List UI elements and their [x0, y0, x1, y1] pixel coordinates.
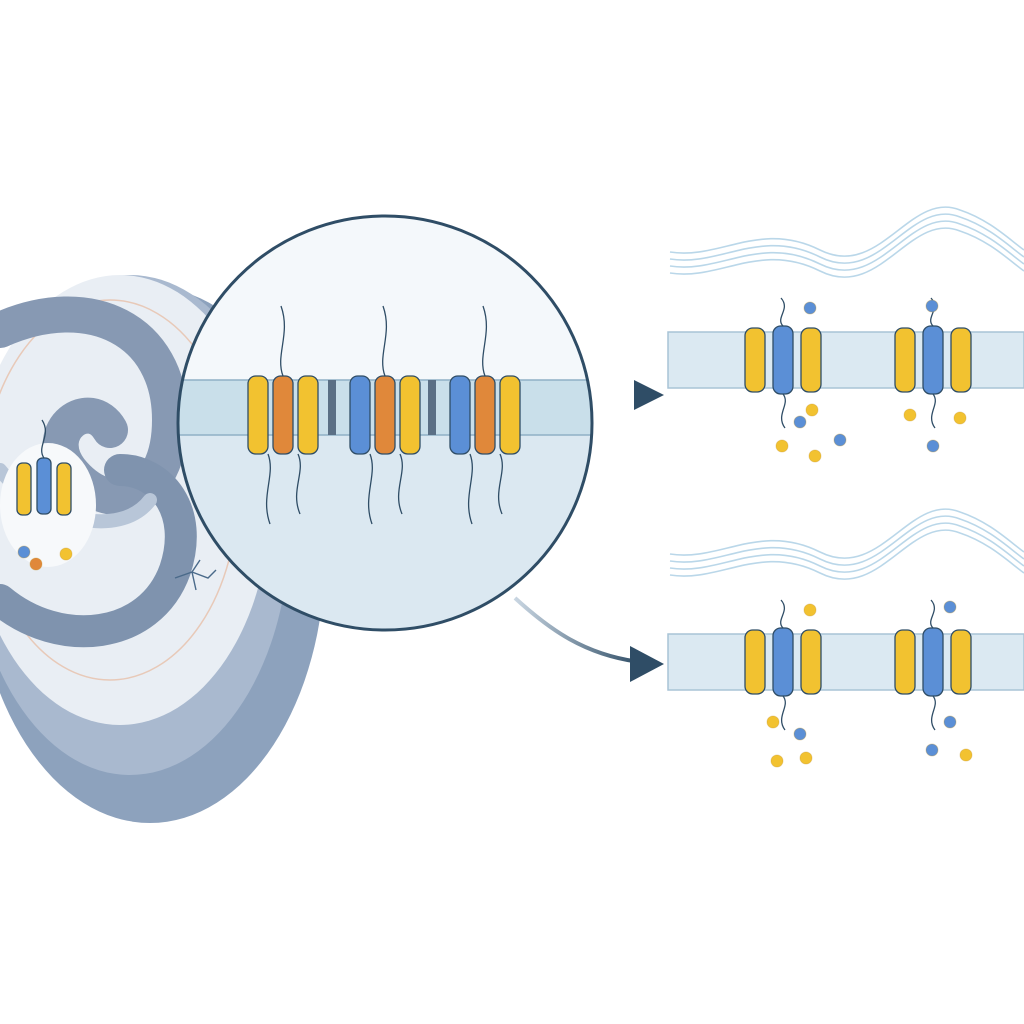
stateBottom-channel-a-tail-bottom	[780, 695, 786, 731]
stateBottom-channel-b	[894, 599, 972, 731]
inset-channel-group-3-tail-bottom-2	[497, 453, 503, 515]
cell-crack-mark	[174, 559, 217, 591]
inset-channel-group-3-subunit-2	[474, 375, 496, 455]
stateBottom-ion-9	[959, 748, 973, 762]
inset-gap-marker-1	[328, 380, 336, 435]
stateBottom-ion-1	[803, 603, 817, 617]
stateTop-channel-b-tail-bottom	[930, 393, 936, 429]
stateTop-ion-3	[793, 415, 807, 429]
stateTop-channel-b	[894, 297, 972, 429]
inset-channel-row	[247, 305, 521, 525]
stateTop-ion-5	[775, 439, 789, 453]
stateBottom-channel-b-right	[950, 629, 972, 695]
stateBottom-ion-2	[943, 600, 957, 614]
stateBottom-ion-6	[799, 751, 813, 765]
inset-gap-marker-2	[428, 380, 436, 435]
inset-channel-group-2-tail-bottom	[367, 453, 373, 525]
stateTop-ion-4	[805, 403, 819, 417]
inset-channel-group-3-tail-top	[482, 305, 488, 377]
inset-channel-group-2-tail-top	[382, 305, 388, 377]
inset-channel-group-1	[247, 305, 319, 525]
cell-channel-tail	[41, 419, 47, 459]
inset-channel-group-1-subunit-3	[297, 375, 319, 455]
stateBottom-ion-8	[925, 743, 939, 757]
inset-channel-group-3-tail-bottom	[467, 453, 473, 525]
stateBottom-channel-b-left	[894, 629, 916, 695]
arrow-to-top-state	[600, 380, 664, 410]
inset-channel-group-2-tail-bottom-2	[397, 453, 403, 515]
stateBottom-channel-a-tail-top	[780, 599, 786, 629]
stateTop-wave-3	[669, 220, 1024, 271]
cell-channel-left	[16, 462, 32, 516]
inset-outline	[176, 214, 594, 632]
inset-channel-group-2	[349, 305, 421, 525]
stateBottom-wave-3	[669, 522, 1024, 573]
stateTop-channel-a-right	[800, 327, 822, 393]
stateTop-ion-6	[808, 449, 822, 463]
stateBottom-ion-7	[943, 715, 957, 729]
top-state-panel	[667, 206, 1024, 463]
stateTop-ion-9	[953, 411, 967, 425]
inset-channel-group-3-subunit-1	[449, 375, 471, 455]
cell-channel-right	[56, 462, 72, 516]
stateBottom-channel-b-middle	[922, 627, 944, 697]
stateTop-wave-1	[669, 206, 1024, 257]
stateTop-wave-4	[669, 227, 1024, 278]
cell-ion-yellow	[59, 547, 73, 561]
inset-channel-group-1-subunit-2	[272, 375, 294, 455]
stateBottom-wave-1	[669, 508, 1024, 559]
transition-arrows	[513, 380, 664, 682]
stateBottom-ion-4	[793, 727, 807, 741]
stateTop-ion-1	[803, 301, 817, 315]
stateTop-ion-2	[925, 299, 939, 313]
stateTop-channel-a-tail-bottom	[780, 393, 786, 429]
inset-channel-group-1-tail-top	[280, 305, 286, 377]
stateBottom-waves	[669, 508, 1024, 580]
cell-spiral-lower	[0, 454, 197, 648]
inset-channel-group-3-subunit-3	[499, 375, 521, 455]
stateBottom-channel-b-tail-bottom	[930, 695, 936, 731]
stateTop-channel-b-right	[950, 327, 972, 393]
stateTop-channel-a-left	[744, 327, 766, 393]
stateTop-ion-10	[926, 439, 940, 453]
stateTop-channel-a-tail-top	[780, 297, 786, 327]
cell-ion-blue	[17, 545, 31, 559]
stateBottom-channel-b-tail-top	[930, 599, 936, 629]
inset-channel-group-1-tail-bottom-2	[295, 453, 301, 515]
stateTop-ion-7	[833, 433, 847, 447]
inset-channel-group-1-subunit-1	[247, 375, 269, 455]
stateBottom-wave-2	[669, 515, 1024, 566]
stateTop-waves	[669, 206, 1024, 278]
inset-channel-group-1-tail-bottom	[265, 453, 271, 525]
inset-channel-group-2-subunit-1	[349, 375, 371, 455]
stateBottom-channel-a-left	[744, 629, 766, 695]
stateBottom-ion-3	[766, 715, 780, 729]
stateTop-channel-a-middle	[772, 325, 794, 395]
inset-channel-group-3	[449, 305, 521, 525]
stateBottom-channel-a	[744, 599, 822, 731]
stateBottom-ion-5	[770, 754, 784, 768]
stateTop-wave-2	[669, 213, 1024, 264]
stateBottom-channel-a-right	[800, 629, 822, 695]
bottom-state-panel	[667, 508, 1024, 768]
cell-channel-cluster	[16, 419, 73, 571]
cell-ion-orange	[29, 557, 43, 571]
inset-channel-group-2-subunit-2	[374, 375, 396, 455]
cell-channel-middle	[36, 457, 52, 515]
stateBottom-channel-a-middle	[772, 627, 794, 697]
inset-channel-group-2-subunit-3	[399, 375, 421, 455]
stateBottom-wave-4	[669, 529, 1024, 580]
arrow-to-bottom-state	[513, 596, 664, 682]
stateTop-channel-b-middle	[922, 325, 944, 395]
stateTop-channel-a	[744, 297, 822, 429]
stateTop-ion-8	[903, 408, 917, 422]
stateTop-channel-b-left	[894, 327, 916, 393]
